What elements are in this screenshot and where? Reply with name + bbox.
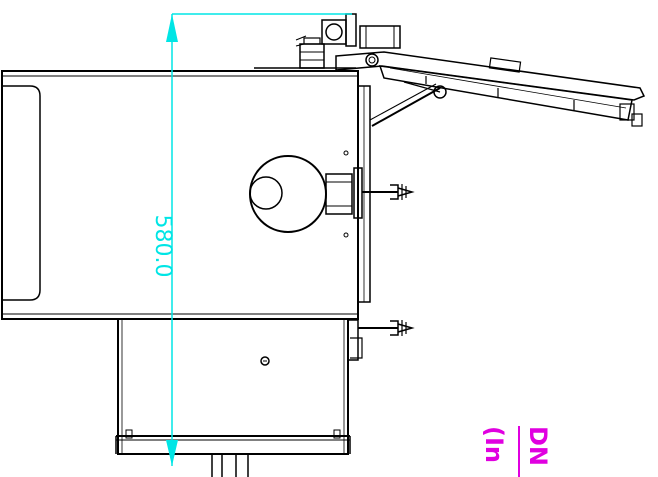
dimension-580: 580.0	[150, 13, 352, 466]
label-dn: DN (In	[480, 426, 552, 477]
label-line2: (In	[480, 426, 508, 463]
opened-lid	[335, 51, 646, 127]
lower-body	[115, 318, 351, 477]
label-line1: DN	[524, 426, 552, 466]
top-valve-assembly	[254, 13, 401, 69]
dimension-value: 580.0	[150, 215, 175, 278]
dimension-arrow-top	[166, 14, 178, 42]
latch-lower	[347, 319, 415, 361]
latch-upper	[325, 167, 415, 219]
dimension-arrow-bottom	[166, 440, 178, 466]
